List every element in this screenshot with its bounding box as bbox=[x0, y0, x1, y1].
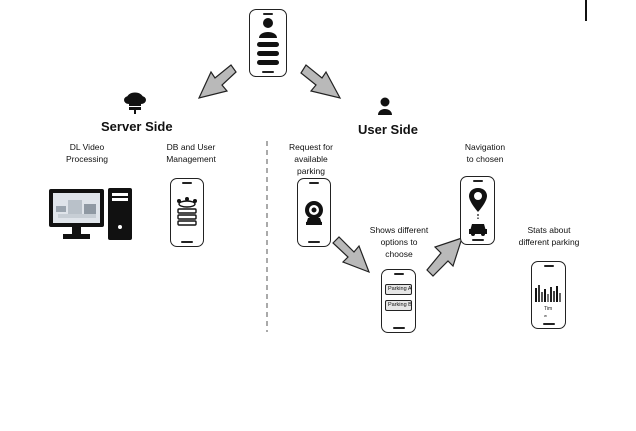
phone-notch bbox=[309, 182, 319, 184]
caption-line: Stats about bbox=[527, 225, 571, 235]
db-user-caption: DB and User Management bbox=[159, 141, 223, 165]
phone-notch bbox=[472, 180, 483, 182]
caption-line: to chosen bbox=[466, 154, 504, 164]
stats-text-line-1: Tim bbox=[544, 306, 553, 312]
navigation-pin-car-icon bbox=[469, 188, 487, 236]
caption-line: Navigation bbox=[464, 142, 506, 152]
user-person-icon bbox=[378, 97, 392, 115]
db-management-phone bbox=[170, 178, 204, 247]
options-phone: Parking A Parking B bbox=[381, 269, 416, 333]
phone-notch bbox=[182, 182, 192, 184]
request-caption: Request for available parking bbox=[282, 141, 340, 177]
server-side-heading: Server Side bbox=[101, 119, 173, 134]
caption-line: Shows different bbox=[369, 225, 429, 235]
parking-stats-chart-icon bbox=[535, 285, 561, 302]
phone-home-bar bbox=[542, 323, 555, 325]
caption-line: DB and User bbox=[166, 142, 216, 152]
arrow-to-server bbox=[197, 64, 237, 99]
cloud-server-icon bbox=[124, 92, 146, 114]
user-side-heading: User Side bbox=[358, 122, 418, 137]
user-profile-icon bbox=[259, 18, 277, 38]
database-users-icon bbox=[177, 197, 197, 226]
caption-line: Processing bbox=[65, 154, 109, 164]
caption-line: available bbox=[294, 154, 328, 164]
dl-video-caption: DL Video Processing bbox=[60, 141, 114, 165]
caption-line: Management bbox=[166, 154, 216, 164]
phone-notch bbox=[263, 13, 273, 15]
arrow-options-to-navigation bbox=[426, 237, 463, 277]
caption-line: Request for bbox=[289, 142, 333, 152]
phone-home-bar bbox=[392, 327, 405, 329]
phone-home-bar bbox=[181, 241, 193, 243]
shows-options-caption: Shows different options to choose bbox=[362, 224, 436, 260]
stats-caption: Stats about different parking bbox=[509, 224, 589, 248]
navigation-phone bbox=[460, 176, 495, 245]
phone-home-bar bbox=[308, 241, 320, 243]
caption-line: different parking bbox=[518, 237, 580, 247]
top-phone-button-2 bbox=[257, 51, 279, 56]
top-phone-button-1 bbox=[257, 42, 279, 47]
top-phone bbox=[249, 9, 287, 77]
parking-location-icon bbox=[305, 201, 323, 225]
arrow-request-to-options bbox=[332, 236, 371, 274]
caption-line: options to bbox=[380, 237, 418, 247]
request-parking-phone bbox=[297, 178, 331, 247]
stats-phone: Tim w bbox=[531, 261, 566, 329]
navigation-caption: Navigation to chosen bbox=[455, 141, 515, 165]
phone-notch bbox=[543, 265, 554, 267]
phone-notch bbox=[393, 273, 404, 275]
parking-option-a[interactable]: Parking A bbox=[385, 284, 412, 295]
caption-line: DL Video bbox=[69, 142, 105, 152]
caption-line: choose bbox=[385, 249, 413, 259]
corner-edge-line bbox=[585, 0, 587, 21]
stats-text-line-2: w bbox=[544, 313, 547, 318]
arrow-to-user bbox=[300, 64, 342, 99]
desktop-computer-icon bbox=[49, 188, 132, 240]
caption-line: parking bbox=[297, 166, 325, 176]
parking-option-b[interactable]: Parking B bbox=[385, 300, 412, 311]
phone-home-bar bbox=[262, 71, 274, 73]
top-phone-button-3 bbox=[257, 60, 279, 65]
phone-home-bar bbox=[471, 239, 484, 241]
